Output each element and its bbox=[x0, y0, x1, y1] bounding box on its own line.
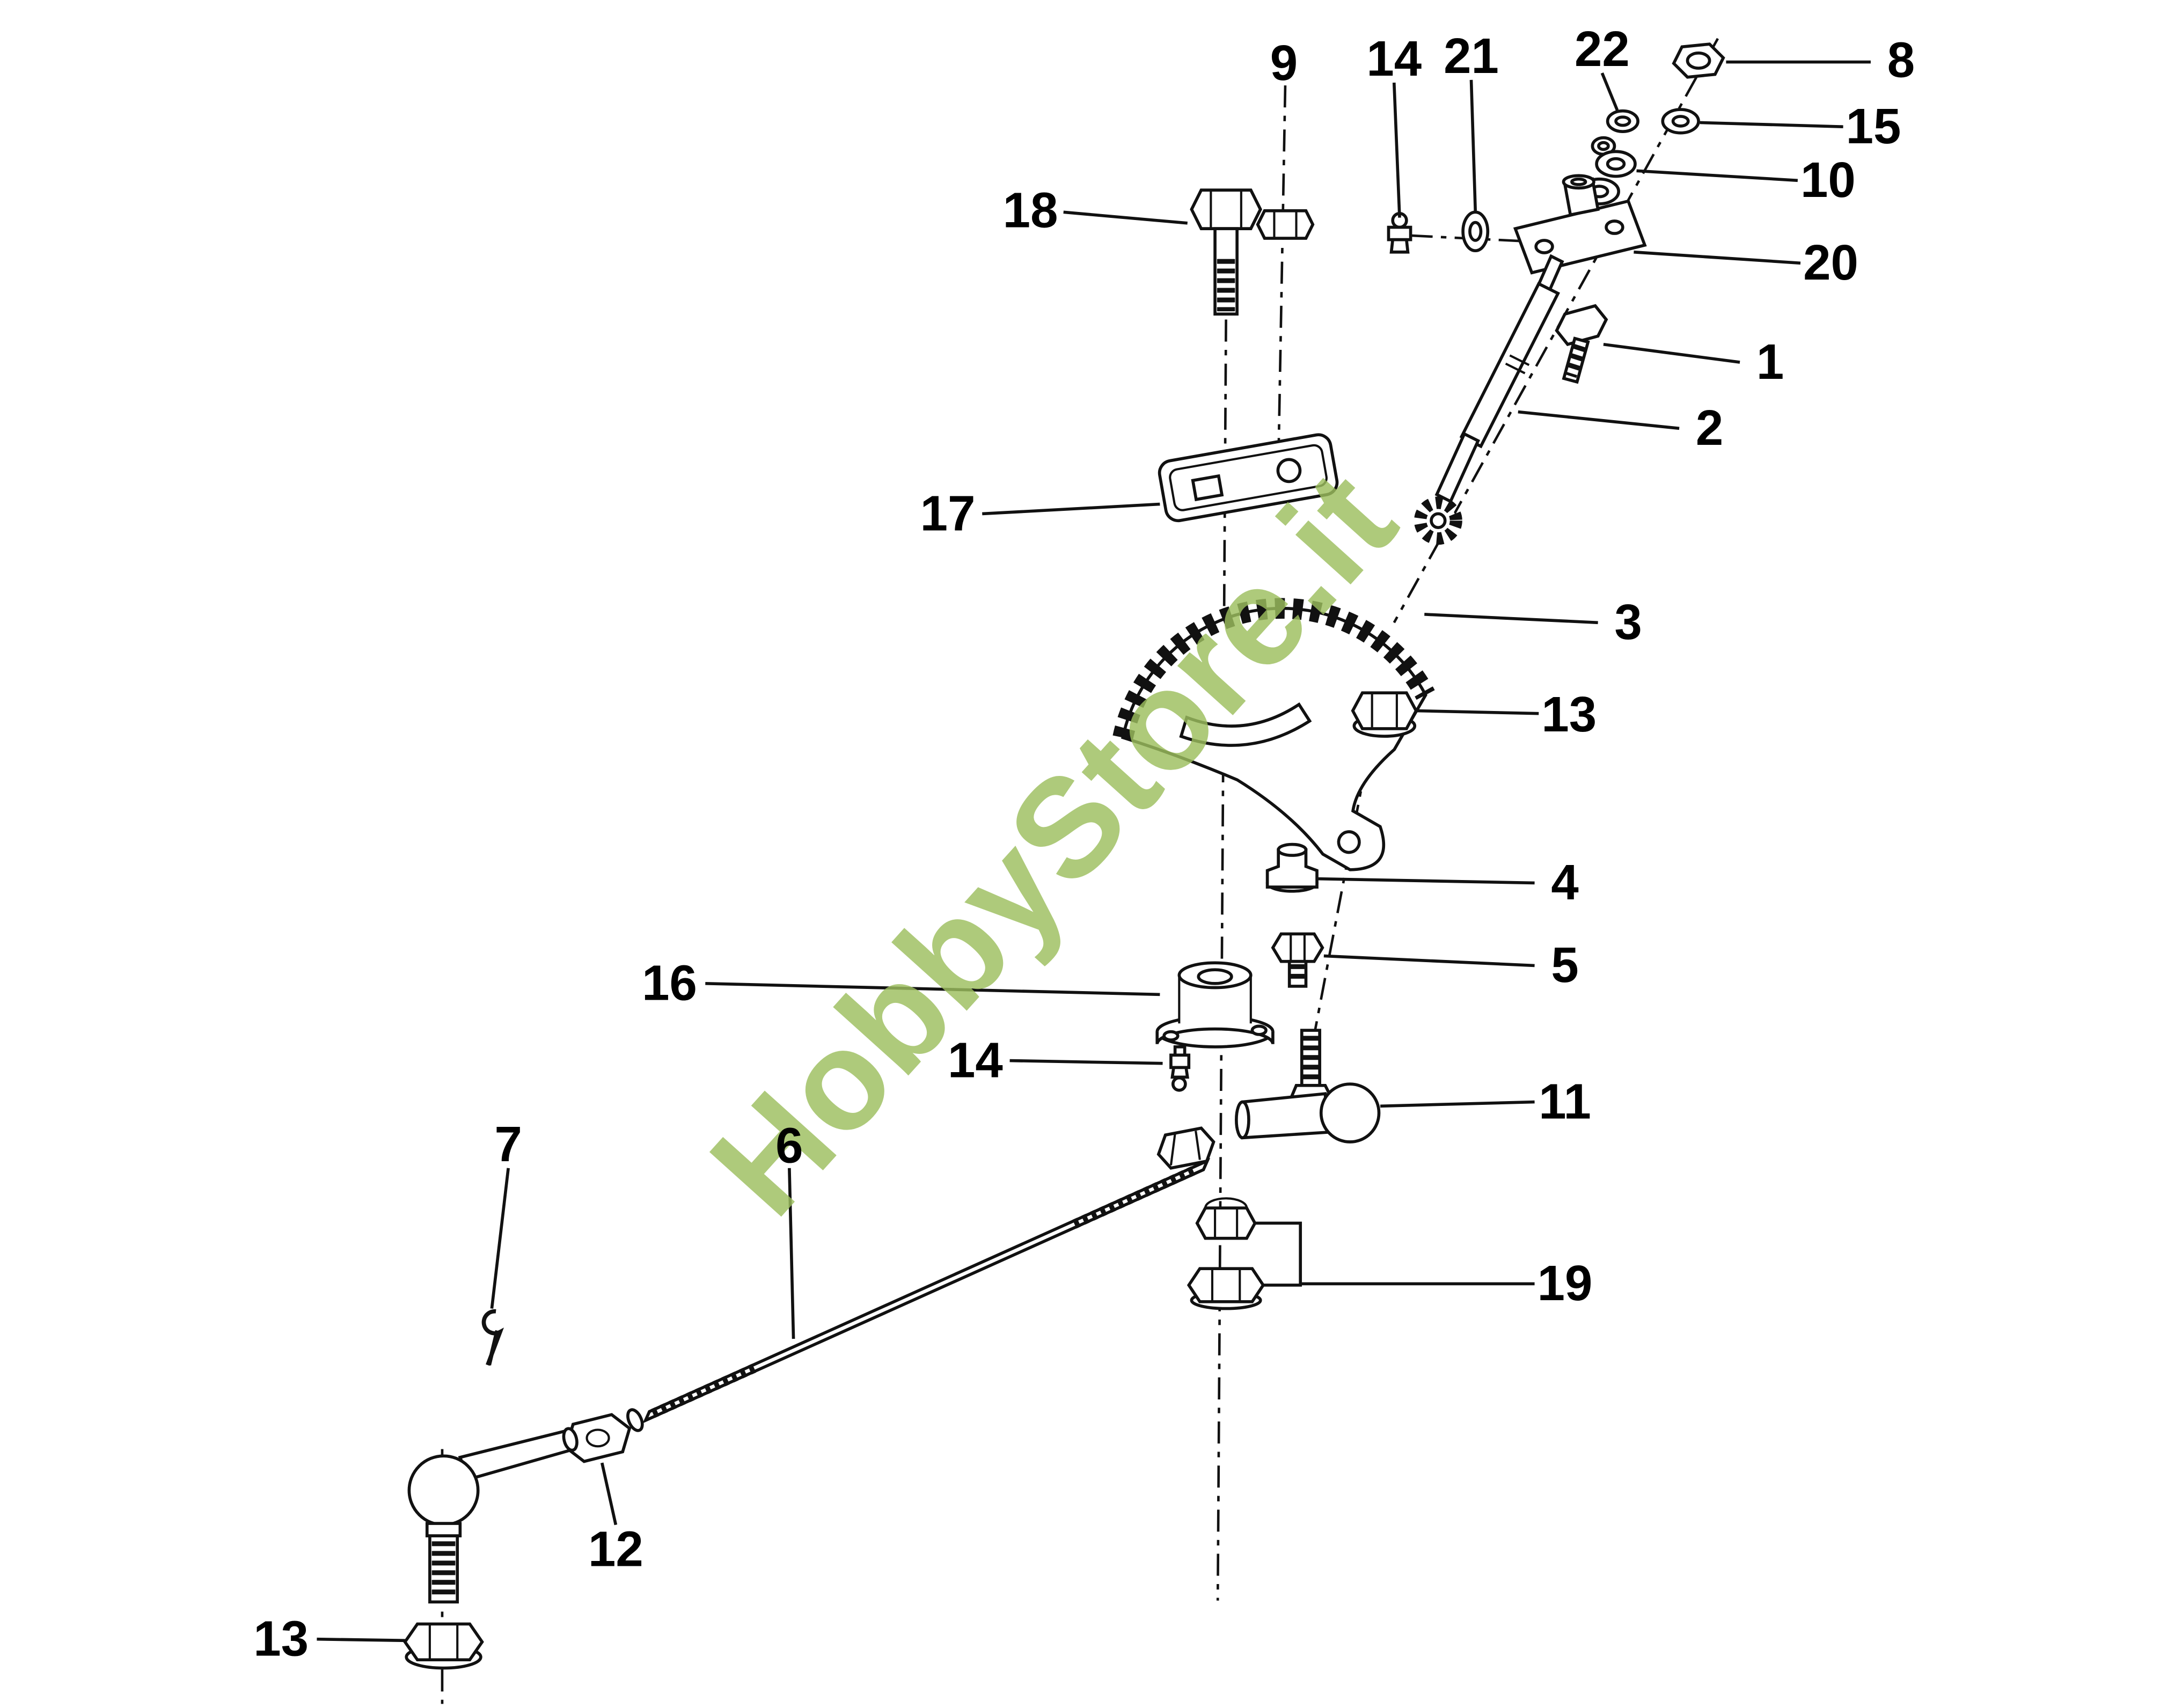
callout-3: 3 bbox=[1614, 593, 1642, 650]
hex-nut-12 bbox=[564, 1408, 644, 1463]
steering-shaft-2 bbox=[1414, 254, 1564, 545]
callout-14-upper: 14 bbox=[1366, 30, 1422, 87]
shaft-bracket-20 bbox=[1513, 174, 1647, 275]
callout-2: 2 bbox=[1695, 399, 1724, 456]
callout-21: 21 bbox=[1444, 27, 1499, 84]
cotter-pin-7 bbox=[481, 1309, 504, 1366]
retainer-plate-17 bbox=[1158, 433, 1339, 523]
callout-7: 7 bbox=[494, 1116, 522, 1172]
axis-lines bbox=[441, 38, 1719, 1704]
callout-4: 4 bbox=[1551, 854, 1579, 911]
callout-20: 20 bbox=[1803, 234, 1858, 291]
screw-5 bbox=[1271, 932, 1324, 988]
sector-gear-3 bbox=[1112, 598, 1435, 871]
bolt-18 bbox=[1190, 188, 1262, 316]
grease-fitting-14-upper bbox=[1387, 212, 1412, 254]
callout-1: 1 bbox=[1756, 333, 1784, 390]
callout-13-lower: 13 bbox=[253, 1610, 309, 1667]
bushing-4 bbox=[1265, 842, 1319, 893]
lock-washers-22 bbox=[1591, 109, 1639, 156]
callout-14-lower: 14 bbox=[948, 1031, 1003, 1088]
flange-nut-13-lower bbox=[403, 1622, 484, 1670]
callout-5: 5 bbox=[1551, 936, 1579, 993]
tie-rod-end-11 bbox=[1235, 1029, 1381, 1143]
tie-rod-6 bbox=[642, 1157, 1211, 1424]
callout-10: 10 bbox=[1800, 151, 1856, 208]
callout-15: 15 bbox=[1846, 98, 1901, 155]
flange-nut-13-upper bbox=[1351, 691, 1418, 738]
hub-16 bbox=[1155, 961, 1275, 1049]
callout-8: 8 bbox=[1887, 32, 1915, 89]
callout-13-upper: 13 bbox=[1541, 686, 1597, 743]
callout-17: 17 bbox=[920, 485, 976, 541]
hex-nut-8 bbox=[1672, 42, 1725, 79]
callout-9: 9 bbox=[1270, 34, 1298, 91]
bolt-1 bbox=[1555, 304, 1608, 384]
grease-fitting-14-lower bbox=[1169, 1045, 1191, 1092]
callout-12: 12 bbox=[588, 1520, 643, 1578]
callout-18: 18 bbox=[1002, 181, 1058, 239]
hex-nut-9 bbox=[1256, 209, 1315, 240]
callout-16: 16 bbox=[642, 954, 697, 1011]
tie-rod-end-lower bbox=[407, 1427, 579, 1604]
callout-6: 6 bbox=[775, 1117, 803, 1174]
lock-washer-15 bbox=[1661, 108, 1700, 135]
callout-22: 22 bbox=[1574, 20, 1630, 77]
washer-21 bbox=[1461, 210, 1490, 253]
callout-19: 19 bbox=[1537, 1255, 1593, 1311]
leader-lines bbox=[317, 60, 1871, 1643]
hex-nuts-19 bbox=[1187, 1197, 1265, 1310]
callout-11: 11 bbox=[1539, 1073, 1591, 1130]
